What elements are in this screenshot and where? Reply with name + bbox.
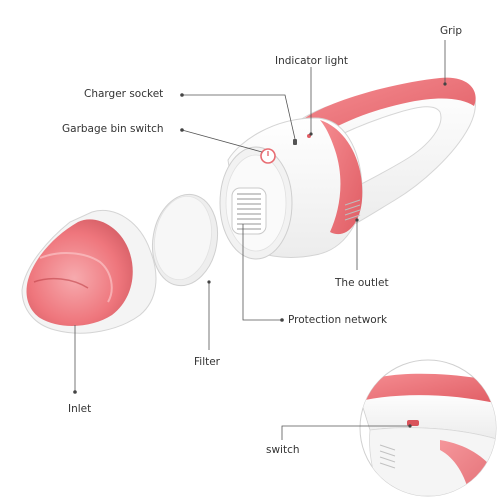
label-protection-network: Protection network — [288, 314, 388, 326]
grip-pink — [305, 77, 476, 140]
label-charger-socket: Charger socket — [84, 88, 164, 100]
leader-lines — [73, 40, 447, 440]
outlet-vents — [344, 199, 361, 221]
body-pink-stripe — [320, 120, 363, 235]
label-switch: switch — [266, 444, 300, 456]
dust-bin-transparent — [26, 219, 133, 326]
protection-grill — [231, 187, 267, 235]
label-the-outlet: The outlet — [335, 277, 389, 289]
label-indicator-light: Indicator light — [275, 55, 349, 67]
label-filter: Filter — [194, 356, 221, 368]
dust-bin — [21, 210, 157, 334]
label-inlet: Inlet — [68, 403, 92, 415]
filter-part — [151, 193, 219, 287]
vacuum-body — [219, 77, 476, 260]
label-garbage-bin-switch: Garbage bin switch — [62, 123, 164, 135]
switch-detail-inset — [359, 359, 497, 497]
label-grip: Grip — [440, 25, 463, 37]
charger-socket-port — [293, 139, 297, 145]
